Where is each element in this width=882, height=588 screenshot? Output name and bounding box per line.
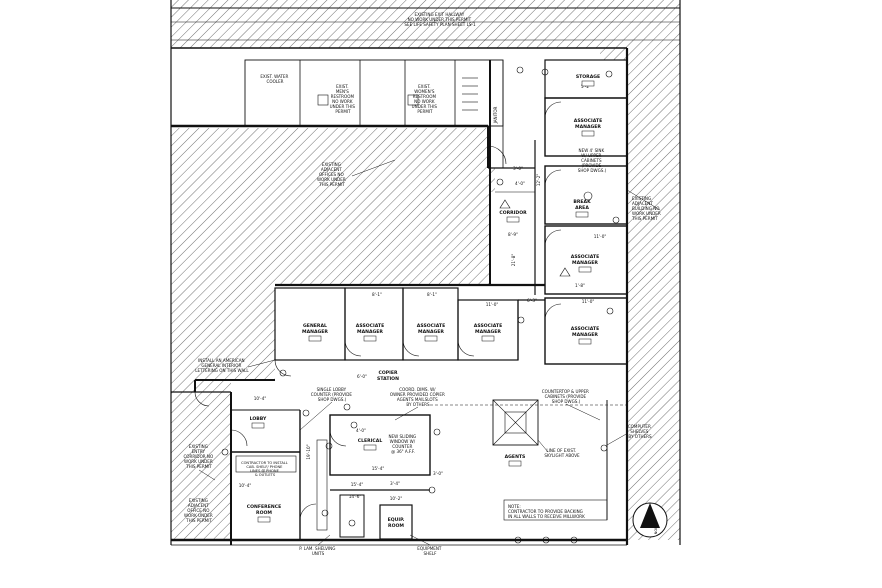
annotation-notes: EXISTING EXIT HALLWAY NO WORK UNDER THIS… [183,12,662,556]
note-exist-adjacent-offices: EXISTING ADJACENT OFFICES NO WORK UNDER … [317,162,347,187]
dimension: 19'-10" [306,444,311,459]
note-exist-adjacent-building: EXISTING ADJACENT BUILDING NO WORK UNDER… [631,196,662,221]
dimension: 1'-8" [575,283,585,288]
note-exist-water-cooler: EXIST. WATER COOLER [260,74,289,84]
room-storage: STORAGE [576,74,600,80]
note-line-of-skylight: LINE OF EXIST. SKYLIGHT ABOVE [544,448,580,458]
room-break-area-line2: AREA [575,205,589,211]
room-associate-manager-5-line2: MANAGER [418,329,444,335]
room-clerical: CLERICAL [358,438,383,444]
dimension: 11'-0" [594,234,607,239]
room-labels: STORAGE ASSOCIATE MANAGER BREAK AREA COR… [247,74,602,529]
room-number-tags [251,80,595,523]
existing-areas-hatch [171,0,680,540]
room-associate-manager-3-line2: MANAGER [572,332,598,338]
note-janitor: JANITOR [493,106,498,124]
door-swings [194,101,562,521]
room-associate-manager-6-line1: ASSOCIATE [474,323,502,329]
room-copier-station-line1: COPIER [378,370,397,376]
dimension-labels: 15'-4" 3'-4" 19'-10" 8'-9" 15'-4" 21'-8"… [239,84,607,501]
dimension: 3'-0" [513,166,523,171]
room-equip-line2: ROOM [388,523,404,529]
note-coord-dims: COORD. DIMS. W/ OWNER PROVIDED COPIER AG… [390,387,446,407]
room-associate-manager-1-line1: ASSOCIATE [574,118,602,124]
dimension: 10'-4" [254,396,267,401]
note-new-sliding-window: NEW SLIDING WINDOW W/ COUNTER @ 36" A.F.… [389,434,418,454]
note-sink-cabinets: NEW 4' SINK W/ UPPER CABINETS (PROVIDE S… [578,148,607,173]
room-associate-manager-2-line2: MANAGER [572,260,598,266]
room-conference-line1: CONFERENCE [247,504,281,510]
dimension: 14'-6" [349,494,362,499]
note-contractor-shelf: CONTRACTOR TO INSTALL CAB. SHELF/ PHONE … [241,461,289,477]
room-associate-manager-4-line2: MANAGER [357,329,383,335]
room-break-area-line1: BREAK [573,199,591,205]
dimension: 10'-4" [239,483,252,488]
dimension: 6'-0" [357,374,367,379]
room-associate-manager-6-line2: MANAGER [475,329,501,335]
room-general-manager-line1: GENERAL [303,323,327,329]
note-computer-shelves: COMPUTER SHELVES BY OTHERS [628,424,652,439]
room-associate-manager-3-line1: ASSOCIATE [571,326,599,332]
note-exist-mens-restroom: EXIST. MEN'S RESTROOM NO WORK UNDER THIS… [330,84,357,114]
room-agents: AGENTS [505,454,526,460]
room-corridor: CORRIDOR [499,210,527,216]
walls [170,0,681,546]
room-copier-station-line2: STATION [377,376,399,382]
dimension: 15'-4" [351,482,364,487]
note-countertop-cabinets: COUNTERTOP & UPPER CABINETS (PROVIDE SHO… [542,389,590,404]
room-associate-manager-4-line1: ASSOCIATE [356,323,384,329]
leader-lines [198,159,661,546]
room-lobby: LOBBY [250,416,267,422]
dimension: 4'-0" [515,181,525,186]
dimension: 15'-4" [372,466,385,471]
dimension: 11'-0" [582,299,595,304]
note-equipment-shelf: EQUIPMENT SHELF [417,546,442,556]
dimension: 3'-0" [433,471,443,476]
dimension: 8'-1" [427,292,437,297]
room-associate-manager-1-line2: MANAGER [575,124,601,130]
room-conference-line2: ROOM [256,510,272,516]
room-associate-manager-5-line1: ASSOCIATE [417,323,445,329]
note-contractor-backing: NOTE: CONTRACTOR TO PROVIDE BACKING IN A… [508,504,585,519]
dimension: 8'-9" [508,232,518,237]
dimension: 8'-1" [372,292,382,297]
dimension: 11'-0" [486,302,499,307]
dimension: 6'-3" [527,298,537,303]
note-exist-womens-restroom: EXIST. WOMEN'S RESTROOM NO WORK UNDER TH… [412,84,439,114]
dimension: 5'-2" [581,84,591,89]
room-associate-manager-2-line1: ASSOCIATE [571,254,599,260]
dimension: 21'-8" [511,254,516,267]
note-exist-hallway: EXISTING EXIT HALLWAY NO WORK UNDER THIS… [404,12,476,27]
note-existing-entry-corridor: EXISTING ENTRY CORRIDOR NO WORK UNDER TH… [183,444,214,469]
plan-symbols [221,66,620,544]
dimension: 10'-2" [390,496,403,501]
north-label: NORTH [654,521,658,534]
note-existing-adjacent-office: EXISTING ADJACENT OFFICE NO WORK UNDER T… [184,498,214,523]
room-general-manager-line2: MANAGER [302,329,328,335]
dimension: 3'-4" [390,481,400,486]
note-pl-shelving: P. LAM. SHELVING UNITS [299,546,336,556]
dimension: 4'-0" [356,428,366,433]
north-arrow: NORTH [632,502,668,538]
note-install-flag: INSTALL AN AMERICAN GENERAL INTERIOR LET… [195,358,249,373]
dimension: 12'-2" [536,174,541,187]
note-single-lobby-counter: SINGLE LOBBY COUNTER (PROVIDE SHOP DWGS.… [311,387,354,402]
room-equip-line1: EQUIP. [388,517,405,523]
